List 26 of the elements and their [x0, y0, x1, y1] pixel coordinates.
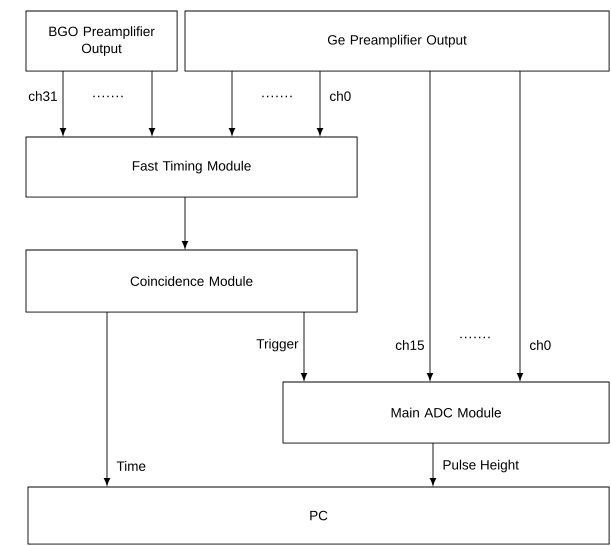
module-box: Fast Timing Module — [26, 136, 358, 198]
edge-label: ch0 — [528, 339, 552, 351]
edge-label: Trigger — [255, 338, 300, 352]
ellipsis-dots: ······· — [460, 336, 490, 338]
ellipsis-dots: ······· — [93, 96, 123, 98]
arrow — [60, 70, 66, 136]
arrow — [426, 70, 434, 381]
edge-label: Time — [115, 460, 147, 472]
edge-label: ch0 — [328, 90, 352, 102]
arrow — [182, 196, 188, 249]
arrow — [430, 442, 436, 486]
module-box: BGO Preamplifier Output — [26, 10, 178, 72]
arrow — [316, 70, 324, 136]
module-box: Main ADC Module — [282, 382, 610, 444]
arrow — [516, 70, 524, 381]
arrow — [148, 70, 156, 136]
arrow — [300, 312, 308, 381]
module-box: PC — [28, 486, 610, 545]
edge-label: Pulse Height — [441, 458, 520, 474]
arrow — [228, 70, 236, 136]
arrow — [104, 312, 110, 486]
edge-label: ch31 — [27, 90, 59, 102]
module-box: Ge Preamplifier Output — [184, 10, 610, 72]
ellipsis-dots: ······· — [262, 96, 292, 98]
edge-label: ch15 — [394, 339, 426, 351]
module-box: Coincidence Module — [26, 250, 358, 313]
